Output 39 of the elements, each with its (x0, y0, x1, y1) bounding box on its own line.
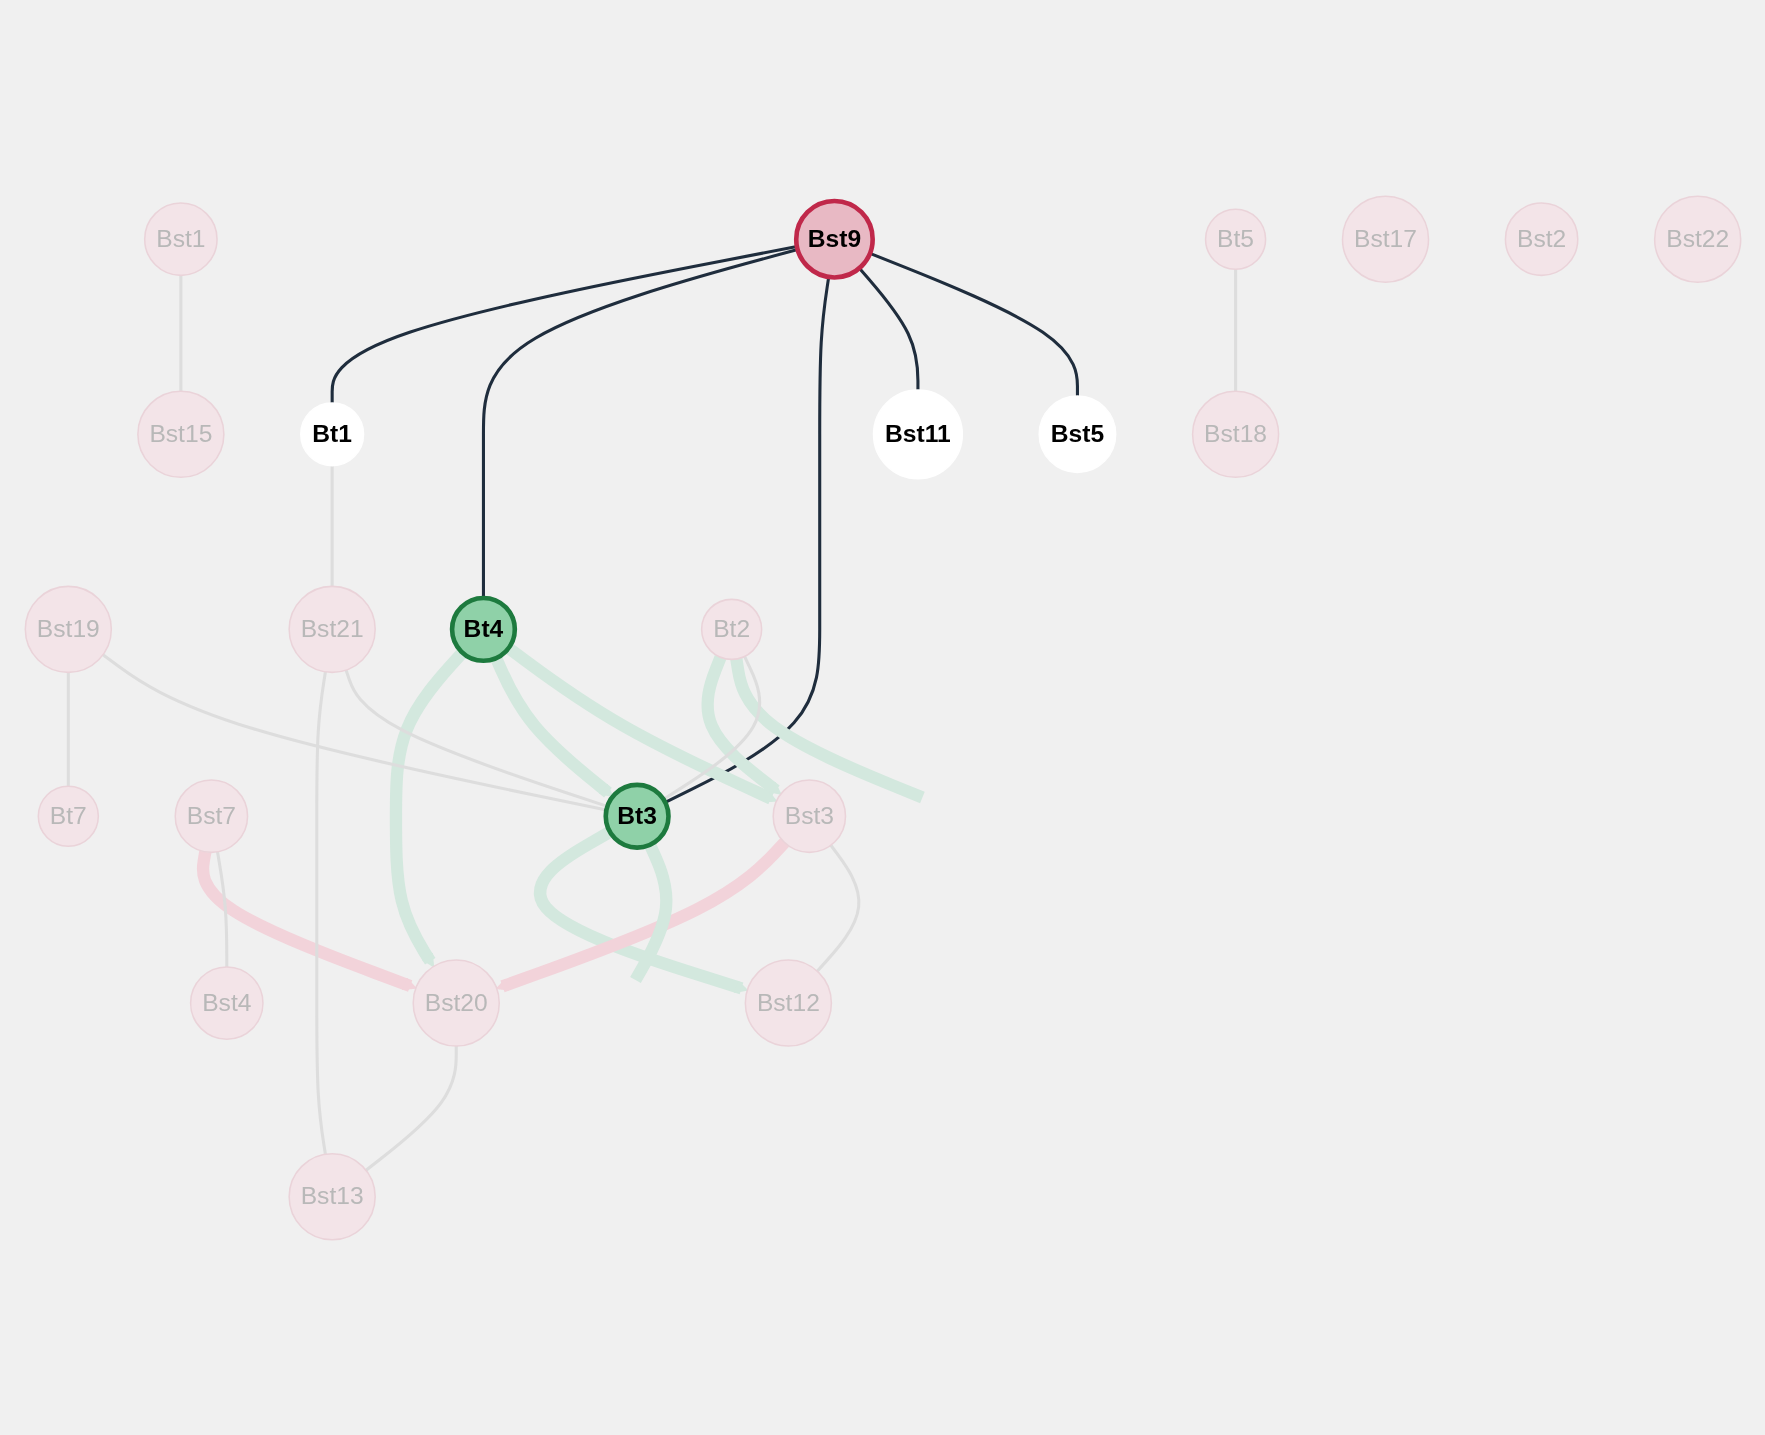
node-circle: Bst20 (411, 958, 500, 1047)
node-circle: Bst21 (287, 585, 376, 673)
connector (364, 1045, 458, 1171)
arrow (504, 642, 777, 804)
node-circle: Bt7 (37, 784, 99, 847)
node-circle: Bt1 (299, 401, 364, 466)
arrow (489, 655, 613, 797)
node-circle: Bst1 (143, 201, 218, 276)
connector (629, 841, 672, 983)
node-circle: Bst18 (1191, 390, 1279, 478)
node-circle: Bt3 (602, 782, 671, 850)
node-circle: Bst15 (136, 390, 225, 478)
connector (215, 851, 228, 967)
connector (101, 653, 607, 811)
node-circle: Bst5 (1037, 394, 1116, 473)
node-circle: Bst13 (287, 1152, 376, 1241)
node-circle: Bst4 (189, 965, 264, 1040)
arrow (389, 648, 467, 967)
arrow (495, 837, 789, 992)
node-circle: Bst19 (24, 585, 112, 673)
connector (662, 655, 761, 801)
arrow (196, 850, 417, 992)
arrow (701, 654, 781, 795)
node-circle: Bst11 (872, 388, 963, 479)
node-circle: Bst17 (1341, 194, 1429, 283)
node-circle: Bst9 (793, 198, 875, 280)
node-circle: Bt4 (449, 595, 517, 663)
connector (314, 671, 327, 1155)
node-circle: Bst22 (1653, 194, 1741, 283)
node-circle: Bst7 (173, 778, 248, 853)
node-circle: Bst3 (771, 778, 846, 853)
arrow (533, 826, 748, 994)
connector (729, 657, 925, 803)
node-circle: Bt5 (1204, 207, 1266, 270)
node-circle: Bst2 (1504, 201, 1579, 276)
node-circle: Bst12 (744, 958, 832, 1047)
connector (815, 843, 860, 972)
node-circle: Bt2 (700, 598, 762, 660)
connector (857, 266, 919, 390)
